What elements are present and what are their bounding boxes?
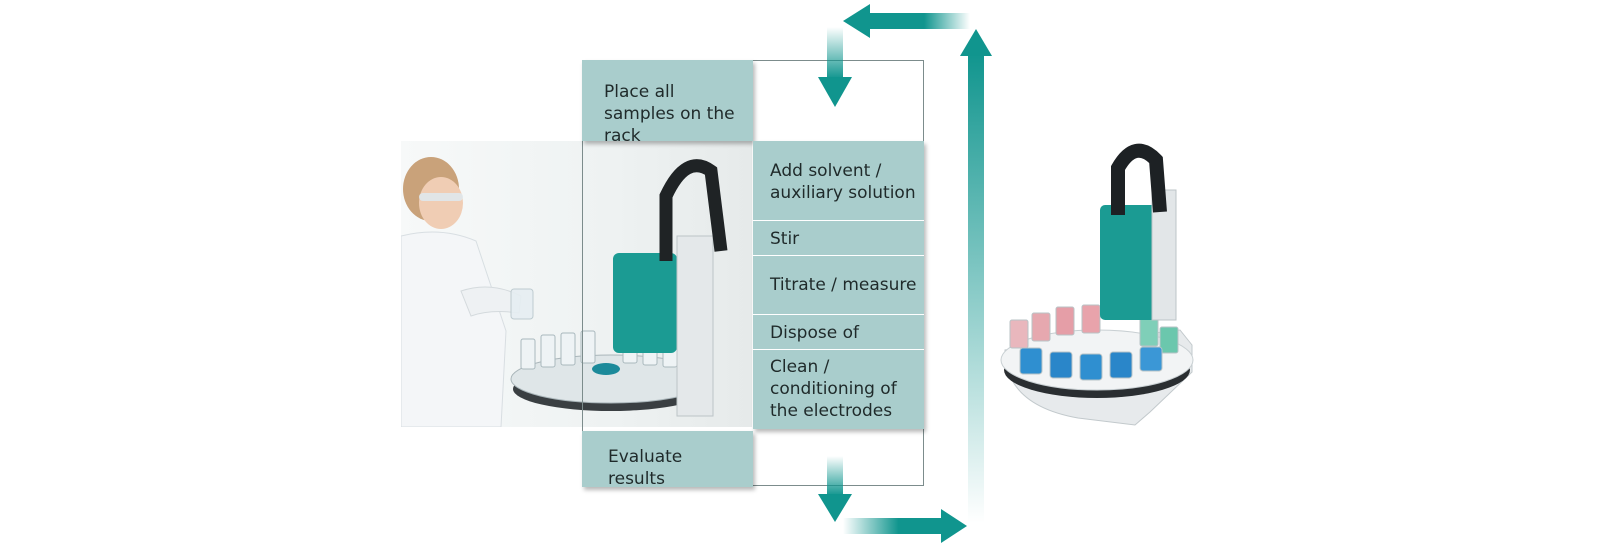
processor-cable-chain [1111,143,1167,215]
lab-coat [401,231,507,427]
instrument-head [613,253,677,353]
step-dispose: Dispose of [753,315,924,350]
step-evaluate-results-label: Evaluate results [608,447,683,489]
cable-chain [659,159,728,261]
step-list: Add solvent / auxiliary solution Stir Ti… [753,141,924,429]
down-arrowhead-icon [818,494,852,522]
left-arrowhead-icon [843,4,870,38]
step-clean-electrodes: Clean / conditioning of the electrodes [770,357,897,421]
sample-beakers [1009,304,1179,381]
return-arrow-top [843,4,970,38]
up-arrowhead-icon [960,29,992,56]
processor-head [1100,205,1160,320]
step-place-samples-label: Place all samples on the rack [604,82,735,146]
scientist-sample-changer-photo [401,141,752,427]
step-add-solvent: Add solvent / auxiliary solution [753,141,924,221]
right-arrowhead-icon [941,509,967,543]
down-arrowhead-icon [818,77,852,107]
step-titrate-measure: Titrate / measure [753,256,924,315]
photo-illustration [401,157,728,427]
step-evaluate-results: Evaluate results [582,431,753,489]
arrow-out-of-workflow [818,456,852,522]
beaker-in-hand [510,288,534,320]
safety-glasses-icon [419,193,463,201]
arrow-bottom-right [843,509,967,543]
step-stir: Stir [753,221,924,256]
arrow-into-workflow [818,27,852,107]
person-face [419,177,463,229]
center-stirrer [592,363,620,375]
return-arrow-vertical [960,29,992,523]
instrument-tower [676,235,714,417]
step-place-samples: Place all samples on the rack [582,60,753,146]
